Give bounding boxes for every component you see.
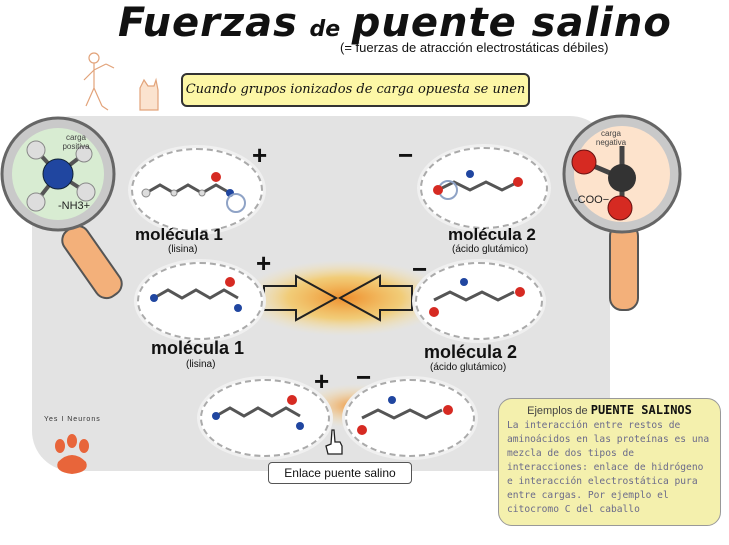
row3-glutamate-card bbox=[345, 379, 475, 457]
title-part1: Fuerzas bbox=[118, 0, 298, 46]
row2-minus: − bbox=[412, 254, 428, 284]
row2-plus: + bbox=[256, 248, 272, 278]
row1-right-sub: (ácido glutámico) bbox=[452, 244, 529, 255]
row2-right-sub: (ácido glutámico) bbox=[430, 362, 507, 373]
row3-minus: − bbox=[356, 362, 372, 392]
row3-glutamate-molecule-icon bbox=[357, 396, 453, 435]
row2-left-sub: (lisina) bbox=[186, 359, 216, 370]
example-prefix: Ejemplos de bbox=[527, 405, 588, 417]
title-part3: puente salino bbox=[351, 0, 672, 46]
example-title: PUENTE SALINOS bbox=[590, 403, 692, 417]
arrow-right-icon bbox=[263, 274, 339, 322]
banner: Cuando grupos ionizados de carga opuesta… bbox=[181, 73, 530, 107]
page-title: Fuerzas de puente salino bbox=[118, 0, 672, 46]
row2-glutamate-molecule-icon bbox=[429, 278, 525, 317]
row2-right-name: molécula 2 bbox=[424, 342, 518, 362]
magnifier-positive-icon bbox=[0, 116, 123, 300]
row1-left-name: molécula 1 bbox=[135, 225, 223, 244]
pointing-hand-icon bbox=[325, 429, 343, 455]
row2-left-name: molécula 1 bbox=[151, 338, 245, 358]
row2-lysine-molecule-icon bbox=[150, 277, 242, 312]
bond-label: Enlace puente salino bbox=[268, 462, 412, 484]
row1-plus: + bbox=[252, 140, 268, 170]
lysine-molecule-icon bbox=[141, 172, 246, 213]
attraction-glow bbox=[241, 260, 449, 336]
row2-lysine-card bbox=[137, 262, 263, 340]
figure-illustration bbox=[83, 52, 159, 111]
example-body: La interacción entre restos de aminoácid… bbox=[507, 420, 710, 515]
row3-plus: + bbox=[314, 366, 330, 396]
example-box: Ejemplos de PUENTE SALINOS La interacció… bbox=[498, 398, 721, 526]
row1-minus: − bbox=[398, 140, 414, 170]
left-lens-group: -NH3+ bbox=[58, 200, 91, 212]
magnifier-negative-icon bbox=[562, 114, 682, 311]
left-lens-label: carga positiva bbox=[62, 133, 90, 151]
logo-text: Yes I Neurons bbox=[44, 416, 101, 423]
right-lens-group: -COO− bbox=[574, 194, 610, 206]
right-lens-label: carga negativa bbox=[595, 129, 627, 147]
glutamate-molecule-icon bbox=[433, 170, 523, 200]
arrow-left-icon bbox=[337, 274, 413, 322]
row1-left-sub: (lisina) bbox=[168, 244, 198, 255]
row3-lysine-card bbox=[200, 379, 330, 457]
paw-logo-icon bbox=[55, 434, 89, 474]
row3-lysine-molecule-icon bbox=[212, 395, 304, 430]
subtitle: (= fuerzas de atracción electrostáticas … bbox=[340, 40, 609, 55]
title-part2: de bbox=[309, 17, 341, 42]
row1-right-name: molécula 2 bbox=[448, 225, 536, 244]
example-title-line: Ejemplos de PUENTE SALINOS bbox=[507, 403, 712, 417]
row2-glutamate-card bbox=[415, 262, 543, 340]
